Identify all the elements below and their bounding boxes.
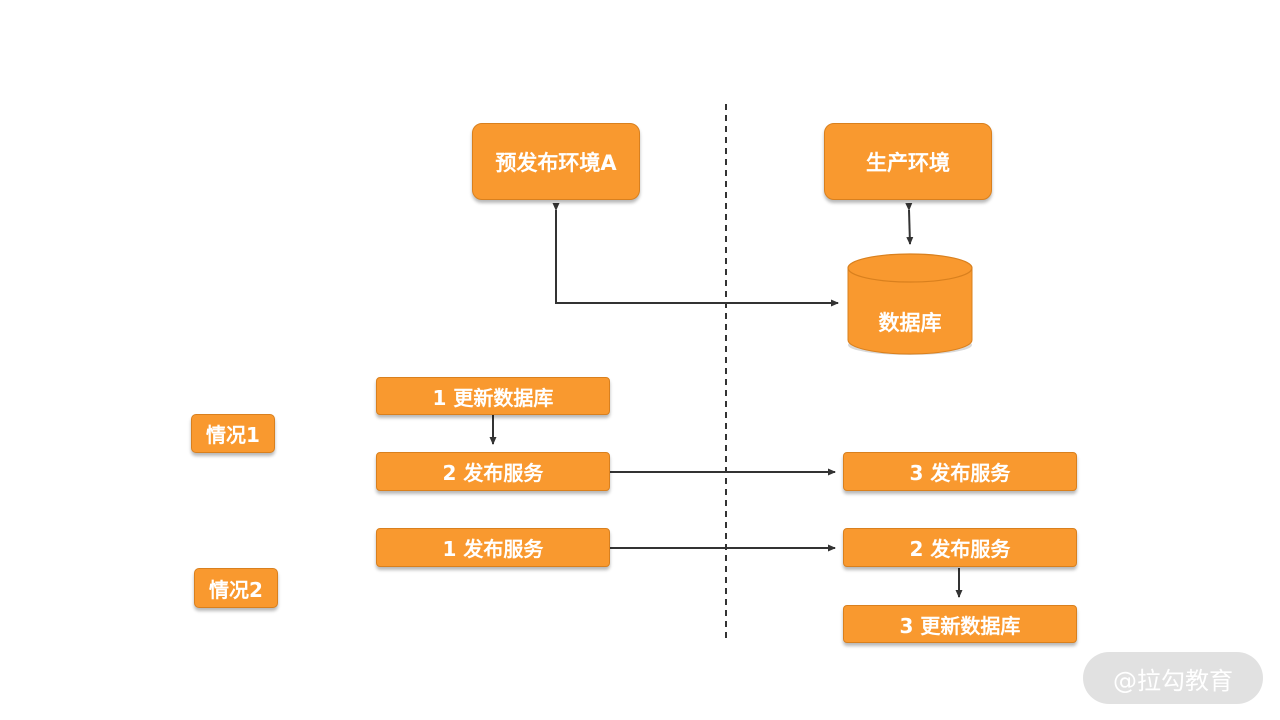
production-env: 生产环境 — [824, 123, 992, 200]
case2-label: 情况2 — [194, 568, 278, 608]
arrow-pre-db — [552, 203, 839, 307]
database-label: 数据库 — [878, 311, 942, 335]
watermark: @拉勾教育 — [1083, 652, 1263, 704]
case2-step2-deploy: 2 发布服务 — [843, 528, 1077, 567]
case1-label: 情况1 — [191, 414, 275, 453]
case1-step2-deploy: 2 发布服务 — [376, 452, 610, 491]
pre-release-env-a: 预发布环境A — [472, 123, 640, 200]
case2-step3-update-db: 3 更新数据库 — [843, 605, 1077, 643]
case1-step1-update-db: 1 更新数据库 — [376, 377, 610, 415]
arrow-prod-db — [905, 202, 914, 245]
case2-step1-deploy: 1 发布服务 — [376, 528, 610, 567]
database-cylinder — [847, 253, 973, 355]
case1-step3-deploy: 3 发布服务 — [843, 452, 1077, 491]
